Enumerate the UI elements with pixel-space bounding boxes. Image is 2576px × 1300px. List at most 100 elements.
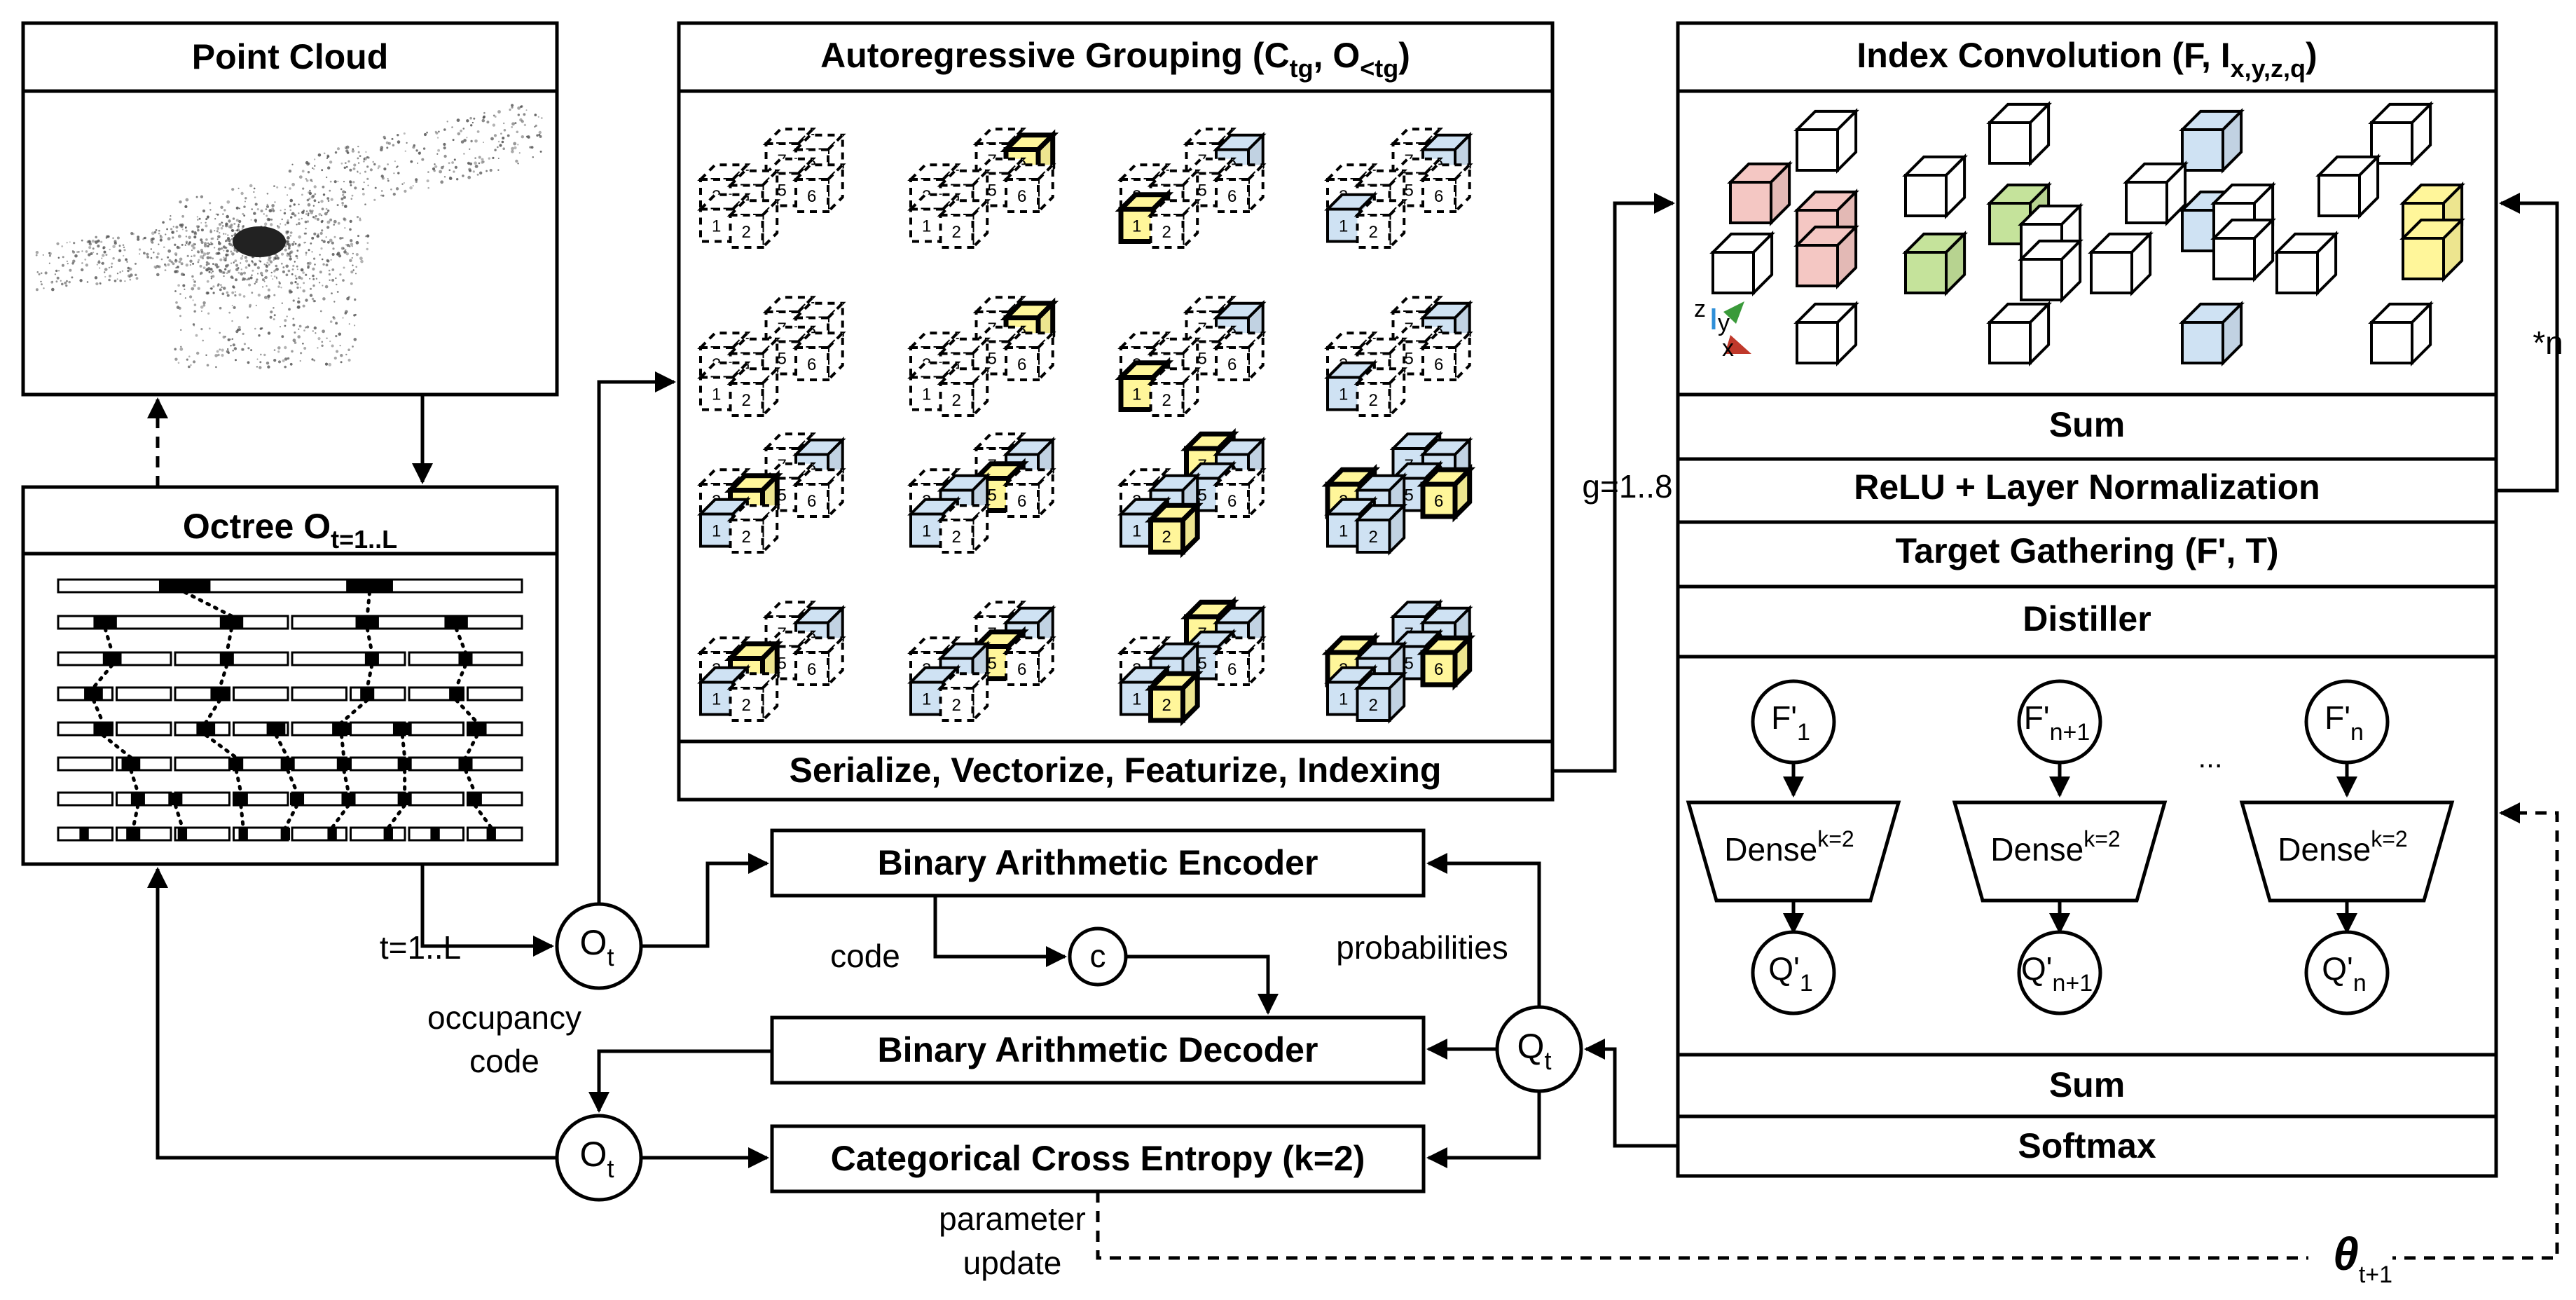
- svg-text:1: 1: [1132, 690, 1141, 709]
- encoder-label: Binary Arithmetic Encoder: [878, 843, 1318, 882]
- svg-text:1: 1: [922, 385, 931, 404]
- y-axis-label: y: [1718, 310, 1730, 336]
- svg-text:2: 2: [742, 391, 751, 410]
- svg-text:2: 2: [1162, 223, 1171, 242]
- svg-text:2: 2: [742, 528, 751, 547]
- octree-title: Octree Ot=1..L: [183, 507, 397, 554]
- grouping-panel: Autoregressive Grouping (Ctg, O<tg) Seri…: [677, 21, 1555, 802]
- probability-node: Qt: [1495, 1005, 1583, 1093]
- svg-text:2: 2: [952, 696, 961, 715]
- svg-text:2: 2: [1369, 391, 1378, 410]
- occupancy-label-line2: code: [469, 1043, 539, 1079]
- group-cube-cell: 78563412: [907, 430, 1056, 556]
- svg-text:2: 2: [952, 391, 961, 410]
- parameter-update-line2: update: [963, 1245, 1062, 1281]
- svg-text:6: 6: [807, 660, 816, 679]
- svg-text:5: 5: [778, 486, 787, 505]
- relu-layernorm-layer: ReLU + Layer Normalization: [1854, 467, 2320, 507]
- svg-text:5: 5: [988, 655, 997, 673]
- grouping-title: Autoregressive Grouping (Ctg, O<tg): [820, 36, 1410, 83]
- octree-to-ot-arrow: [420, 864, 554, 957]
- group-cube-cell: 78563412: [907, 598, 1056, 724]
- dense-layer: [1952, 800, 2168, 903]
- feature-input-label: F'n+1: [2024, 699, 2091, 746]
- svg-text:Ot: Ot: [580, 923, 614, 971]
- svg-text:2: 2: [742, 223, 751, 242]
- group-cube-cell: 78563412: [697, 125, 846, 251]
- axis-gizmo: z y x: [1694, 296, 1751, 362]
- decoder-label: Binary Arithmetic Decoder: [878, 1030, 1318, 1069]
- probabilities-to-cce-arrow: [1426, 1091, 1541, 1168]
- svg-text:2: 2: [1369, 528, 1378, 547]
- svg-text:2: 2: [1369, 696, 1378, 715]
- svg-text:5: 5: [1198, 486, 1207, 505]
- group-cube-cell: 78563412: [1321, 598, 1476, 724]
- grouping-footer: Serialize, Vectorize, Featurize, Indexin…: [790, 751, 1442, 790]
- cross-entropy-box: Categorical Cross Entropy (k=2): [770, 1124, 1426, 1193]
- svg-text:5: 5: [988, 350, 997, 369]
- svg-text:6: 6: [1227, 660, 1237, 679]
- svg-text:6: 6: [1227, 187, 1237, 206]
- svg-text:2: 2: [952, 528, 961, 547]
- group-cube-cell: 78563412: [1324, 294, 1473, 419]
- group-cube-cell: 78563412: [1115, 294, 1267, 419]
- group-cube-cell: 78563412: [907, 125, 1059, 251]
- grouping-to-conv-arrow: [1552, 193, 1675, 773]
- svg-text:1: 1: [1132, 217, 1141, 236]
- feature-input-label: F'1: [1771, 699, 1810, 746]
- probabilities-label: probabilities: [1336, 929, 1508, 966]
- svg-text:5: 5: [1405, 350, 1414, 369]
- occupancy-label-line1: occupancy: [427, 999, 581, 1036]
- svg-text:1: 1: [1339, 385, 1348, 404]
- svg-text:2: 2: [1162, 391, 1171, 410]
- group-cube-cell: 78563412: [697, 598, 846, 724]
- octree-panel: Octree Ot=1..L: [21, 485, 559, 866]
- svg-text:5: 5: [988, 182, 997, 200]
- svg-text:2: 2: [1162, 696, 1171, 715]
- svg-text:6: 6: [807, 355, 816, 374]
- ot-to-grouping-arrow: [597, 371, 676, 904]
- group-cube-cell: 78563412: [1324, 125, 1473, 251]
- index-convolution-title: Index Convolution (F, Ix,y,z,q): [1857, 36, 2317, 83]
- svg-text:6: 6: [1017, 660, 1026, 679]
- svg-text:5: 5: [988, 486, 997, 505]
- q-output-label: Q'1: [1768, 950, 1812, 997]
- svg-text:5: 5: [1198, 655, 1207, 673]
- theta-label: θt+1: [2333, 1228, 2392, 1288]
- svg-text:1: 1: [1132, 385, 1141, 404]
- x-axis-marker: [1725, 335, 1751, 354]
- svg-text:6: 6: [1017, 187, 1026, 206]
- svg-text:6: 6: [1434, 492, 1443, 511]
- sum-layer-2: Sum: [2049, 1065, 2125, 1104]
- probabilities-to-encoder-arrow: [1426, 853, 1541, 1007]
- svg-text:1: 1: [712, 217, 721, 236]
- dense-label: Densek=2: [2278, 826, 2407, 868]
- svg-text:6: 6: [1434, 355, 1443, 374]
- group-cube-cell: 78563412: [1115, 125, 1267, 251]
- group-cube-cell: 78563412: [1321, 430, 1476, 556]
- repeat-loop-arrow: [2496, 193, 2559, 493]
- repeat-label: *n: [2533, 324, 2563, 361]
- svg-text:6: 6: [1434, 660, 1443, 679]
- dense-layer: [1686, 800, 1901, 903]
- decoder-to-ot-arrow: [588, 1049, 772, 1113]
- z-axis-label: z: [1694, 296, 1706, 322]
- sum-layer-1: Sum: [2049, 405, 2125, 444]
- convolution-cubes: [1709, 101, 2465, 367]
- svg-text:1: 1: [712, 522, 721, 541]
- svg-text:5: 5: [778, 350, 787, 369]
- svg-text:5: 5: [1198, 350, 1207, 369]
- q-output-label: Q'n+1: [2021, 950, 2093, 997]
- softmax-layer: Softmax: [2018, 1126, 2156, 1165]
- svg-text:1: 1: [922, 522, 931, 541]
- svg-text:1: 1: [922, 690, 931, 709]
- distiller-layer: Distiller: [2023, 599, 2151, 638]
- svg-text:2: 2: [1162, 528, 1171, 547]
- group-cube-cell: 78563412: [907, 294, 1059, 419]
- dense-label: Densek=2: [1724, 826, 1854, 868]
- encoder-to-code-arrow: [933, 896, 1067, 967]
- svg-text:6: 6: [1227, 492, 1237, 511]
- point-cloud-title: Point Cloud: [192, 37, 389, 76]
